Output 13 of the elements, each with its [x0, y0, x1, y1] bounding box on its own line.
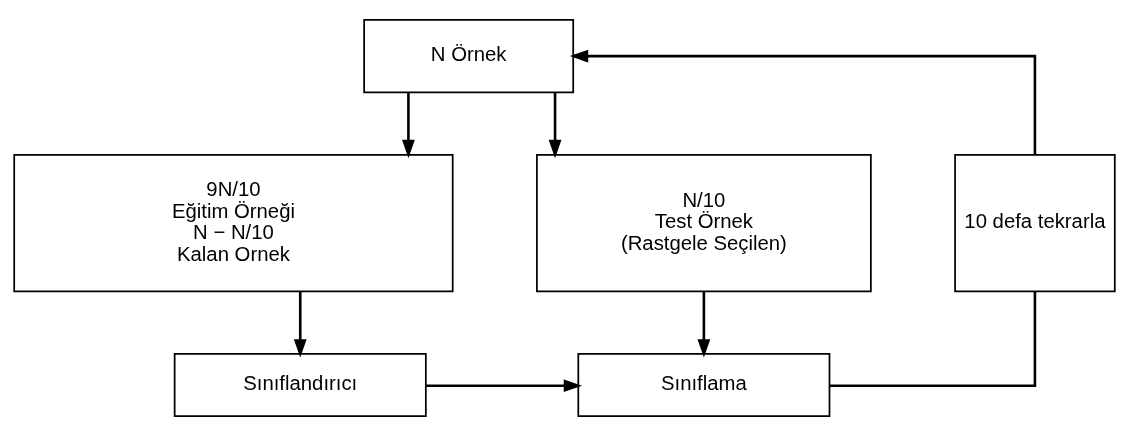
node-box: N/10 Test Örnek (Rastgele Seçilen) [536, 153, 872, 293]
arrow [426, 379, 583, 393]
arrow [293, 291, 307, 358]
node-box: N Örnek [363, 18, 575, 94]
arrow [548, 92, 562, 159]
node-box: 10 defa tekrarla [954, 153, 1116, 293]
node-box: 9N/10 Eğitim Örneği N − N/10 Kalan Ornek [13, 153, 454, 293]
arrow [697, 291, 711, 358]
connector [829, 291, 1037, 387]
node-box: Sınıflandırıcı [173, 352, 427, 418]
arrow [569, 49, 1037, 155]
node-box: Sınıflama [577, 352, 831, 418]
arrow [402, 92, 415, 159]
